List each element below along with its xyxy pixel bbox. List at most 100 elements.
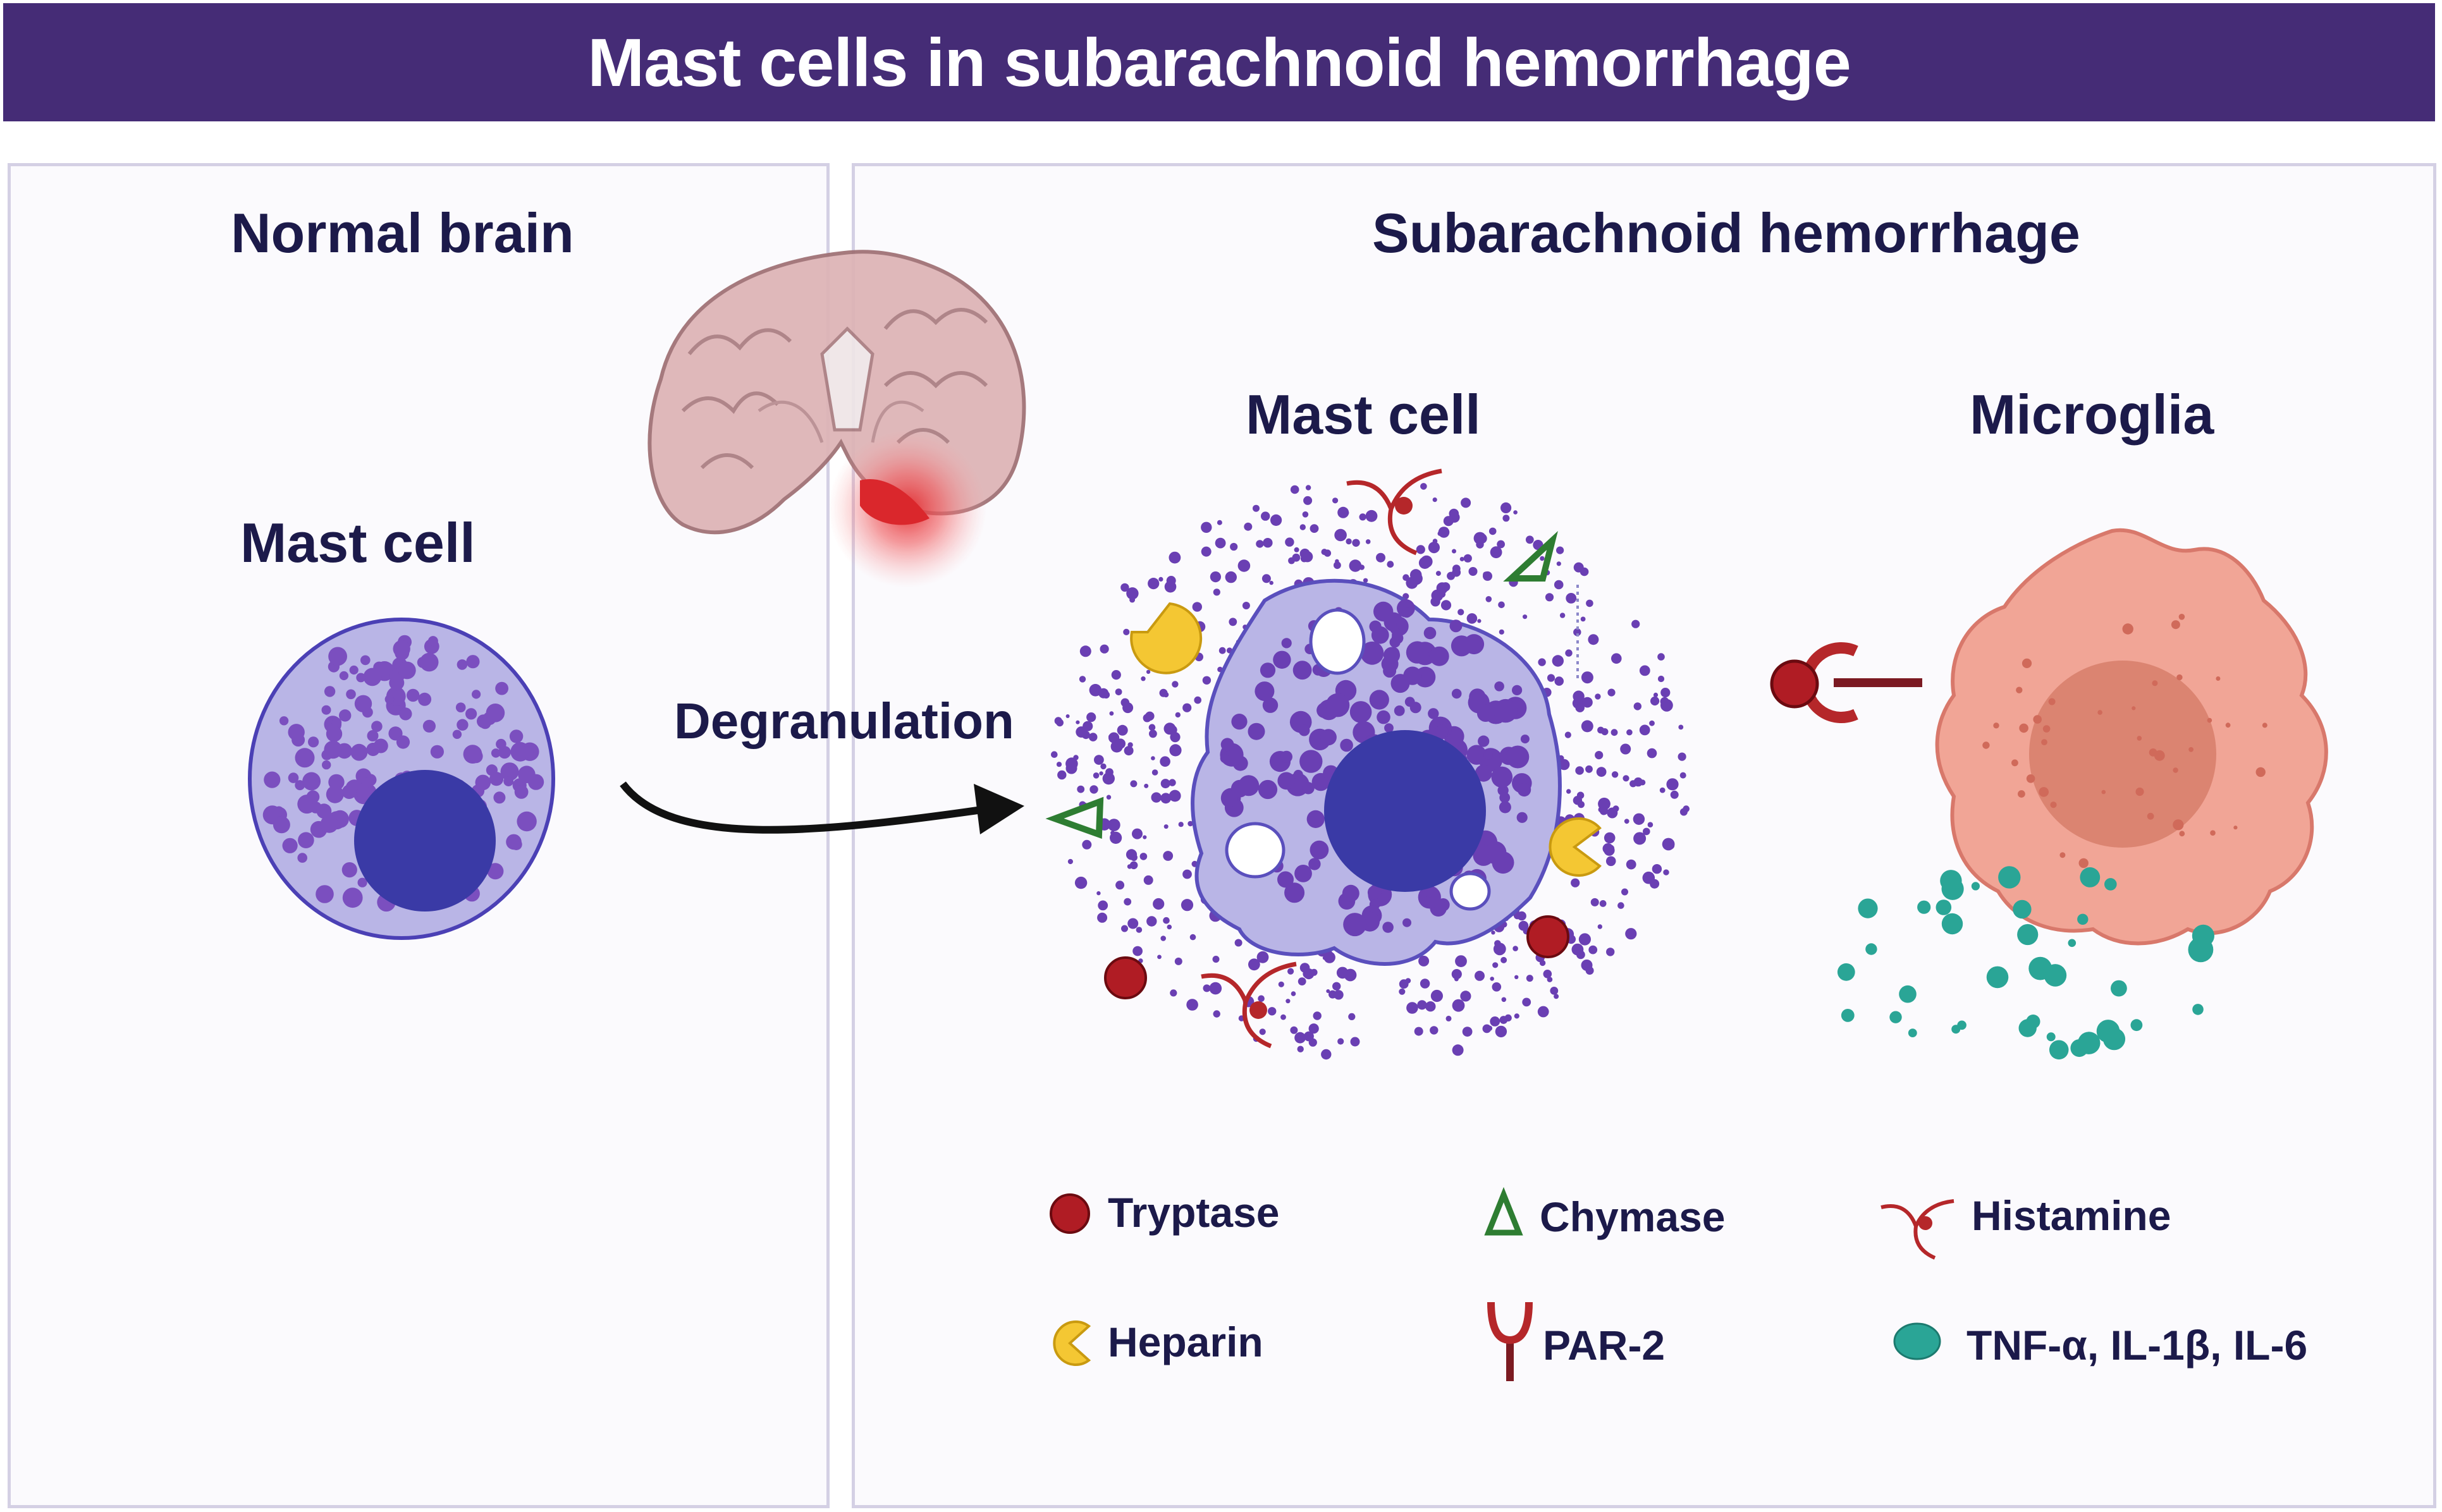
released-granule xyxy=(1076,726,1088,738)
released-granule xyxy=(1187,820,1193,827)
cytokine-dot xyxy=(2130,1019,2143,1032)
chymase-icon-1 xyxy=(1503,530,1558,582)
granule xyxy=(371,721,383,732)
released-granule xyxy=(1605,856,1616,867)
released-granule xyxy=(1160,936,1166,941)
sah-heading: Subarachnoid hemorrhage xyxy=(1372,202,2080,264)
released-granule xyxy=(1065,757,1078,770)
released-granule xyxy=(1447,571,1456,580)
granule xyxy=(419,652,439,672)
microglia-speck xyxy=(2039,787,2049,797)
released-granule xyxy=(1514,1013,1519,1019)
released-granule xyxy=(1149,729,1157,738)
released-granule xyxy=(1261,574,1271,583)
granule xyxy=(503,776,514,786)
released-granule xyxy=(1586,599,1593,607)
mediators xyxy=(1045,468,1602,1049)
granule xyxy=(418,692,432,706)
normal-mast-cell-label: Mast cell xyxy=(240,511,476,574)
released-granule xyxy=(1234,939,1242,947)
released-granule xyxy=(1545,593,1554,602)
microglia-speck xyxy=(2132,706,2136,710)
granule xyxy=(1435,724,1449,738)
normal-nucleus xyxy=(354,770,496,911)
granule xyxy=(361,777,372,788)
released-granule xyxy=(1258,995,1265,1003)
released-granule xyxy=(1667,842,1675,850)
released-granule xyxy=(1499,1016,1508,1024)
released-granule xyxy=(1237,559,1251,572)
released-granule xyxy=(1127,864,1132,869)
granule xyxy=(1506,745,1530,769)
released-granule xyxy=(1163,824,1169,829)
released-granule xyxy=(1501,997,1507,1003)
cytokine-dot xyxy=(1941,913,1963,935)
released-granule xyxy=(1120,583,1129,592)
microglia-speck xyxy=(2041,739,2047,745)
released-granule xyxy=(1111,670,1121,680)
released-granule xyxy=(1620,743,1631,755)
microglia-speck xyxy=(2173,819,2184,831)
microglia-speck xyxy=(2016,686,2023,693)
released-granule xyxy=(1679,772,1686,779)
released-granule xyxy=(1451,969,1462,980)
released-granule xyxy=(1660,698,1673,712)
granule xyxy=(510,838,522,850)
cytokine-dot xyxy=(1951,1025,1961,1034)
released-granule xyxy=(1146,669,1151,674)
released-granule xyxy=(1625,928,1637,940)
granule xyxy=(1281,638,1292,649)
released-granule xyxy=(1552,655,1564,667)
released-granule xyxy=(1280,1014,1286,1020)
granule xyxy=(1392,630,1402,640)
granule xyxy=(341,784,357,799)
cytokine-dot xyxy=(2080,867,2101,887)
granule xyxy=(1258,779,1278,800)
released-granule xyxy=(1499,629,1504,635)
released-granule xyxy=(1598,797,1611,810)
released-granule xyxy=(1581,671,1593,684)
released-granule xyxy=(1148,724,1156,731)
granule xyxy=(1299,750,1323,773)
released-granule xyxy=(1350,1037,1360,1047)
granule xyxy=(1466,745,1487,765)
released-granule xyxy=(1308,1023,1319,1034)
released-granule xyxy=(1259,1028,1266,1035)
granule xyxy=(1401,607,1412,618)
cytokine-dot xyxy=(2049,1040,2069,1060)
granule xyxy=(1491,766,1513,788)
released-granule xyxy=(1420,979,1430,989)
granule xyxy=(1292,661,1312,680)
released-granule xyxy=(1547,674,1555,682)
granule xyxy=(1293,769,1303,780)
released-granule xyxy=(1417,1000,1427,1010)
released-granule xyxy=(1124,898,1132,906)
released-granule xyxy=(1169,744,1182,757)
released-granule xyxy=(1215,537,1226,549)
released-granule xyxy=(1666,778,1679,791)
granule xyxy=(1494,681,1504,692)
microglia-speck xyxy=(2137,736,2142,741)
released-granule xyxy=(1153,898,1165,910)
released-granule xyxy=(1497,540,1506,549)
microglia-speck xyxy=(2101,790,2106,795)
granule xyxy=(393,640,410,658)
granule xyxy=(455,702,466,712)
released-granule xyxy=(1566,593,1577,604)
granule xyxy=(1320,729,1337,746)
released-granule xyxy=(1143,875,1153,885)
released-granule xyxy=(1105,768,1114,776)
released-granule xyxy=(1657,653,1665,661)
released-granule xyxy=(1492,982,1502,992)
released-granule xyxy=(1326,989,1330,993)
granule xyxy=(1367,886,1382,899)
released-granule xyxy=(1051,751,1058,758)
released-granule xyxy=(1213,588,1220,596)
released-granule xyxy=(1334,561,1341,570)
cytokine-dot xyxy=(2068,939,2077,948)
granule xyxy=(517,811,537,832)
released-granule xyxy=(1077,785,1085,793)
released-granule xyxy=(1430,1026,1439,1035)
released-granule xyxy=(1297,1046,1304,1052)
